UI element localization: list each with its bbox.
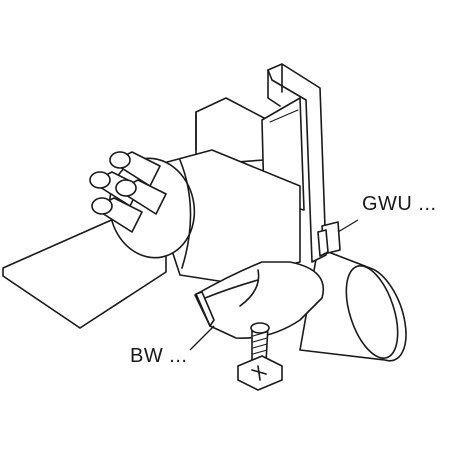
- core-right: [115, 179, 167, 215]
- bw-callout-label: BW ...: [130, 345, 188, 367]
- gwu-callout-label: GWU ...: [362, 193, 437, 215]
- conductor-cores: [89, 151, 167, 233]
- pipe: [299, 247, 407, 362]
- clamp-saddle: [194, 261, 325, 339]
- gwu-leader-line: [337, 219, 359, 233]
- gwu-tab: [317, 221, 341, 257]
- cross-slot-icon: [251, 365, 267, 381]
- core-top: [109, 151, 161, 187]
- core-bottom: [91, 197, 143, 233]
- clamp-screw: [237, 322, 283, 391]
- bw-leader-line: [189, 325, 215, 351]
